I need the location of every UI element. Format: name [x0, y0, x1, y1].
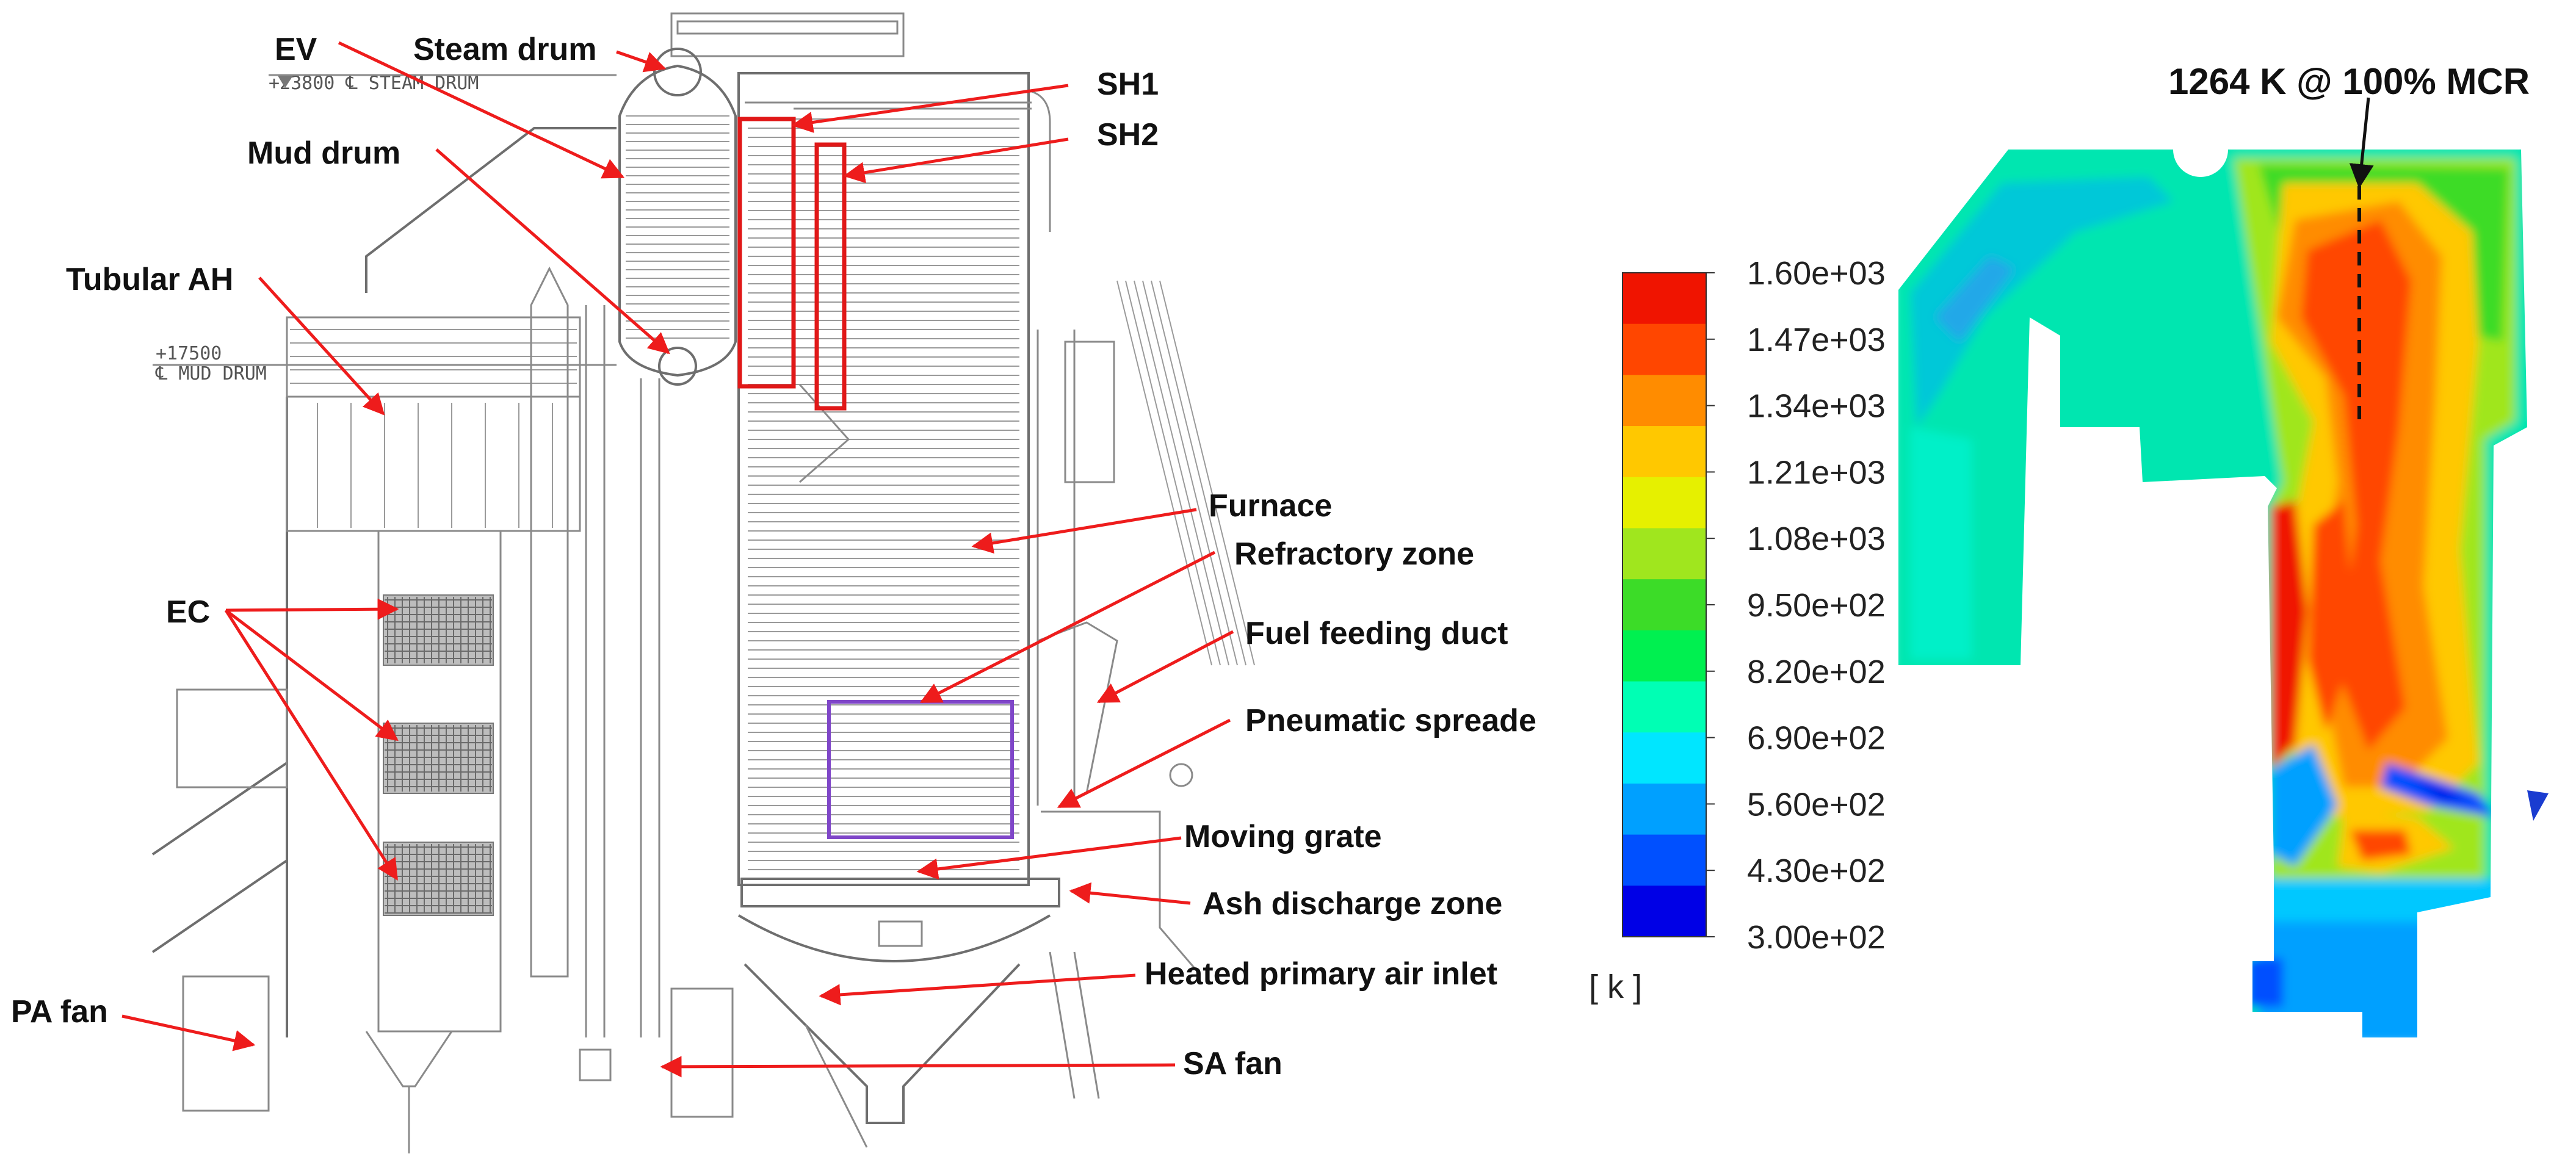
legend-tick-label: 5.60e+02	[1747, 786, 1886, 823]
legend-tick-label: 1.21e+03	[1747, 454, 1886, 491]
legend-band	[1623, 323, 1706, 350]
legend-band	[1623, 605, 1706, 631]
cfd-temperature-contour	[1898, 150, 2549, 1037]
legend-unit: [ k ]	[1589, 969, 1642, 1005]
legend-band	[1623, 451, 1706, 478]
legend-band	[1623, 375, 1706, 402]
steam-drum-elevation: +23800 ℄ STEAM DRUM	[269, 73, 479, 94]
legend-tick-label: 1.34e+03	[1747, 388, 1886, 425]
label-steam-drum: Steam drum	[413, 32, 597, 67]
legend-band	[1623, 783, 1706, 810]
sh2-highlight-box	[814, 142, 847, 411]
legend-band	[1623, 655, 1706, 682]
legend-band	[1623, 707, 1706, 734]
legend-band	[1623, 273, 1706, 299]
legend-band	[1623, 298, 1706, 325]
legend-color-bar	[1622, 272, 1707, 937]
fuel-feeding-duct	[1116, 280, 1255, 666]
label-tubular-ah: Tubular AH	[66, 262, 233, 297]
legend-tick-label: 4.30e+02	[1747, 853, 1886, 889]
legend-band	[1623, 732, 1706, 759]
legend-tick-label: 1.47e+03	[1747, 322, 1886, 358]
label-refractory-zone: Refractory zone	[1234, 536, 1474, 572]
legend-band	[1623, 554, 1706, 580]
label-pa-fan: PA fan	[11, 994, 108, 1030]
label-fuel-feeding-duct: Fuel feeding duct	[1245, 616, 1508, 651]
legend-tick-label: 6.90e+02	[1747, 720, 1886, 757]
economizer-tubes	[385, 597, 492, 914]
legend-band	[1623, 758, 1706, 784]
peak-temperature-label: 1264 K @ 100% MCR	[2168, 61, 2530, 102]
callout-labels: EV Steam drum SH1 SH2 Mud drum Tubular A…	[11, 32, 1536, 1081]
legend-band	[1623, 886, 1706, 912]
steam-drum	[618, 48, 737, 386]
legend-band	[1623, 681, 1706, 708]
label-mud-drum: Mud drum	[247, 135, 400, 171]
legend-band	[1623, 502, 1706, 529]
leader-lines	[121, 41, 1234, 1078]
legend-tick-label: 1.08e+03	[1747, 521, 1886, 557]
label-moving-grate: Moving grate	[1184, 819, 1382, 854]
legend-tick-labels: 1.60e+03 1.47e+03 1.34e+03 1.21e+03 1.08e+03…	[1706, 255, 1886, 956]
label-sa-fan: SA fan	[1183, 1046, 1283, 1081]
legend-band	[1623, 834, 1706, 861]
temperature-legend: 1.60e+03 1.47e+03 1.34e+03 1.21e+03 1.08e+03…	[1589, 255, 1886, 1005]
legend-tick-label: 1.60e+03	[1747, 255, 1886, 292]
label-pneumatic-spreader: Pneumatic spreade	[1245, 703, 1536, 738]
legend-band	[1623, 349, 1706, 376]
furnace-body	[737, 72, 1030, 886]
legend-tick-label: 3.00e+02	[1747, 919, 1886, 956]
label-furnace: Furnace	[1209, 488, 1332, 524]
legend-band	[1623, 809, 1706, 835]
label-sh1: SH1	[1097, 67, 1159, 102]
legend-band	[1623, 630, 1706, 657]
legend-band	[1623, 528, 1706, 555]
furnace-waterwall-tubes	[748, 118, 1019, 870]
legend-band	[1623, 579, 1706, 605]
label-ev: EV	[275, 32, 317, 67]
label-ash-discharge-zone: Ash discharge zone	[1203, 886, 1502, 922]
legend-band	[1623, 911, 1706, 937]
legend-tick-label: 8.20e+02	[1747, 654, 1886, 690]
mud-drum-elevation-value: +17500	[156, 343, 222, 364]
legend-tick-label: 9.50e+02	[1747, 587, 1886, 624]
sh1-highlight-box	[737, 117, 796, 389]
tubular-air-heater	[290, 329, 577, 528]
legend-band	[1623, 860, 1706, 887]
legend-band	[1623, 477, 1706, 503]
label-heated-primary-air-inlet: Heated primary air inlet	[1145, 956, 1497, 992]
peak-arrow	[2349, 97, 2374, 189]
label-ec: EC	[166, 594, 210, 630]
legend-band	[1623, 426, 1706, 452]
mud-drum-elevation-label: ℄ MUD DRUM	[155, 363, 267, 384]
legend-band	[1623, 400, 1706, 427]
boiler-drawing: +23800 ℄ STEAM DRUM +17500 ℄ MUD DRUM	[151, 12, 1255, 1153]
label-sh2: SH2	[1097, 117, 1159, 153]
evaporator-tubes	[626, 115, 729, 339]
